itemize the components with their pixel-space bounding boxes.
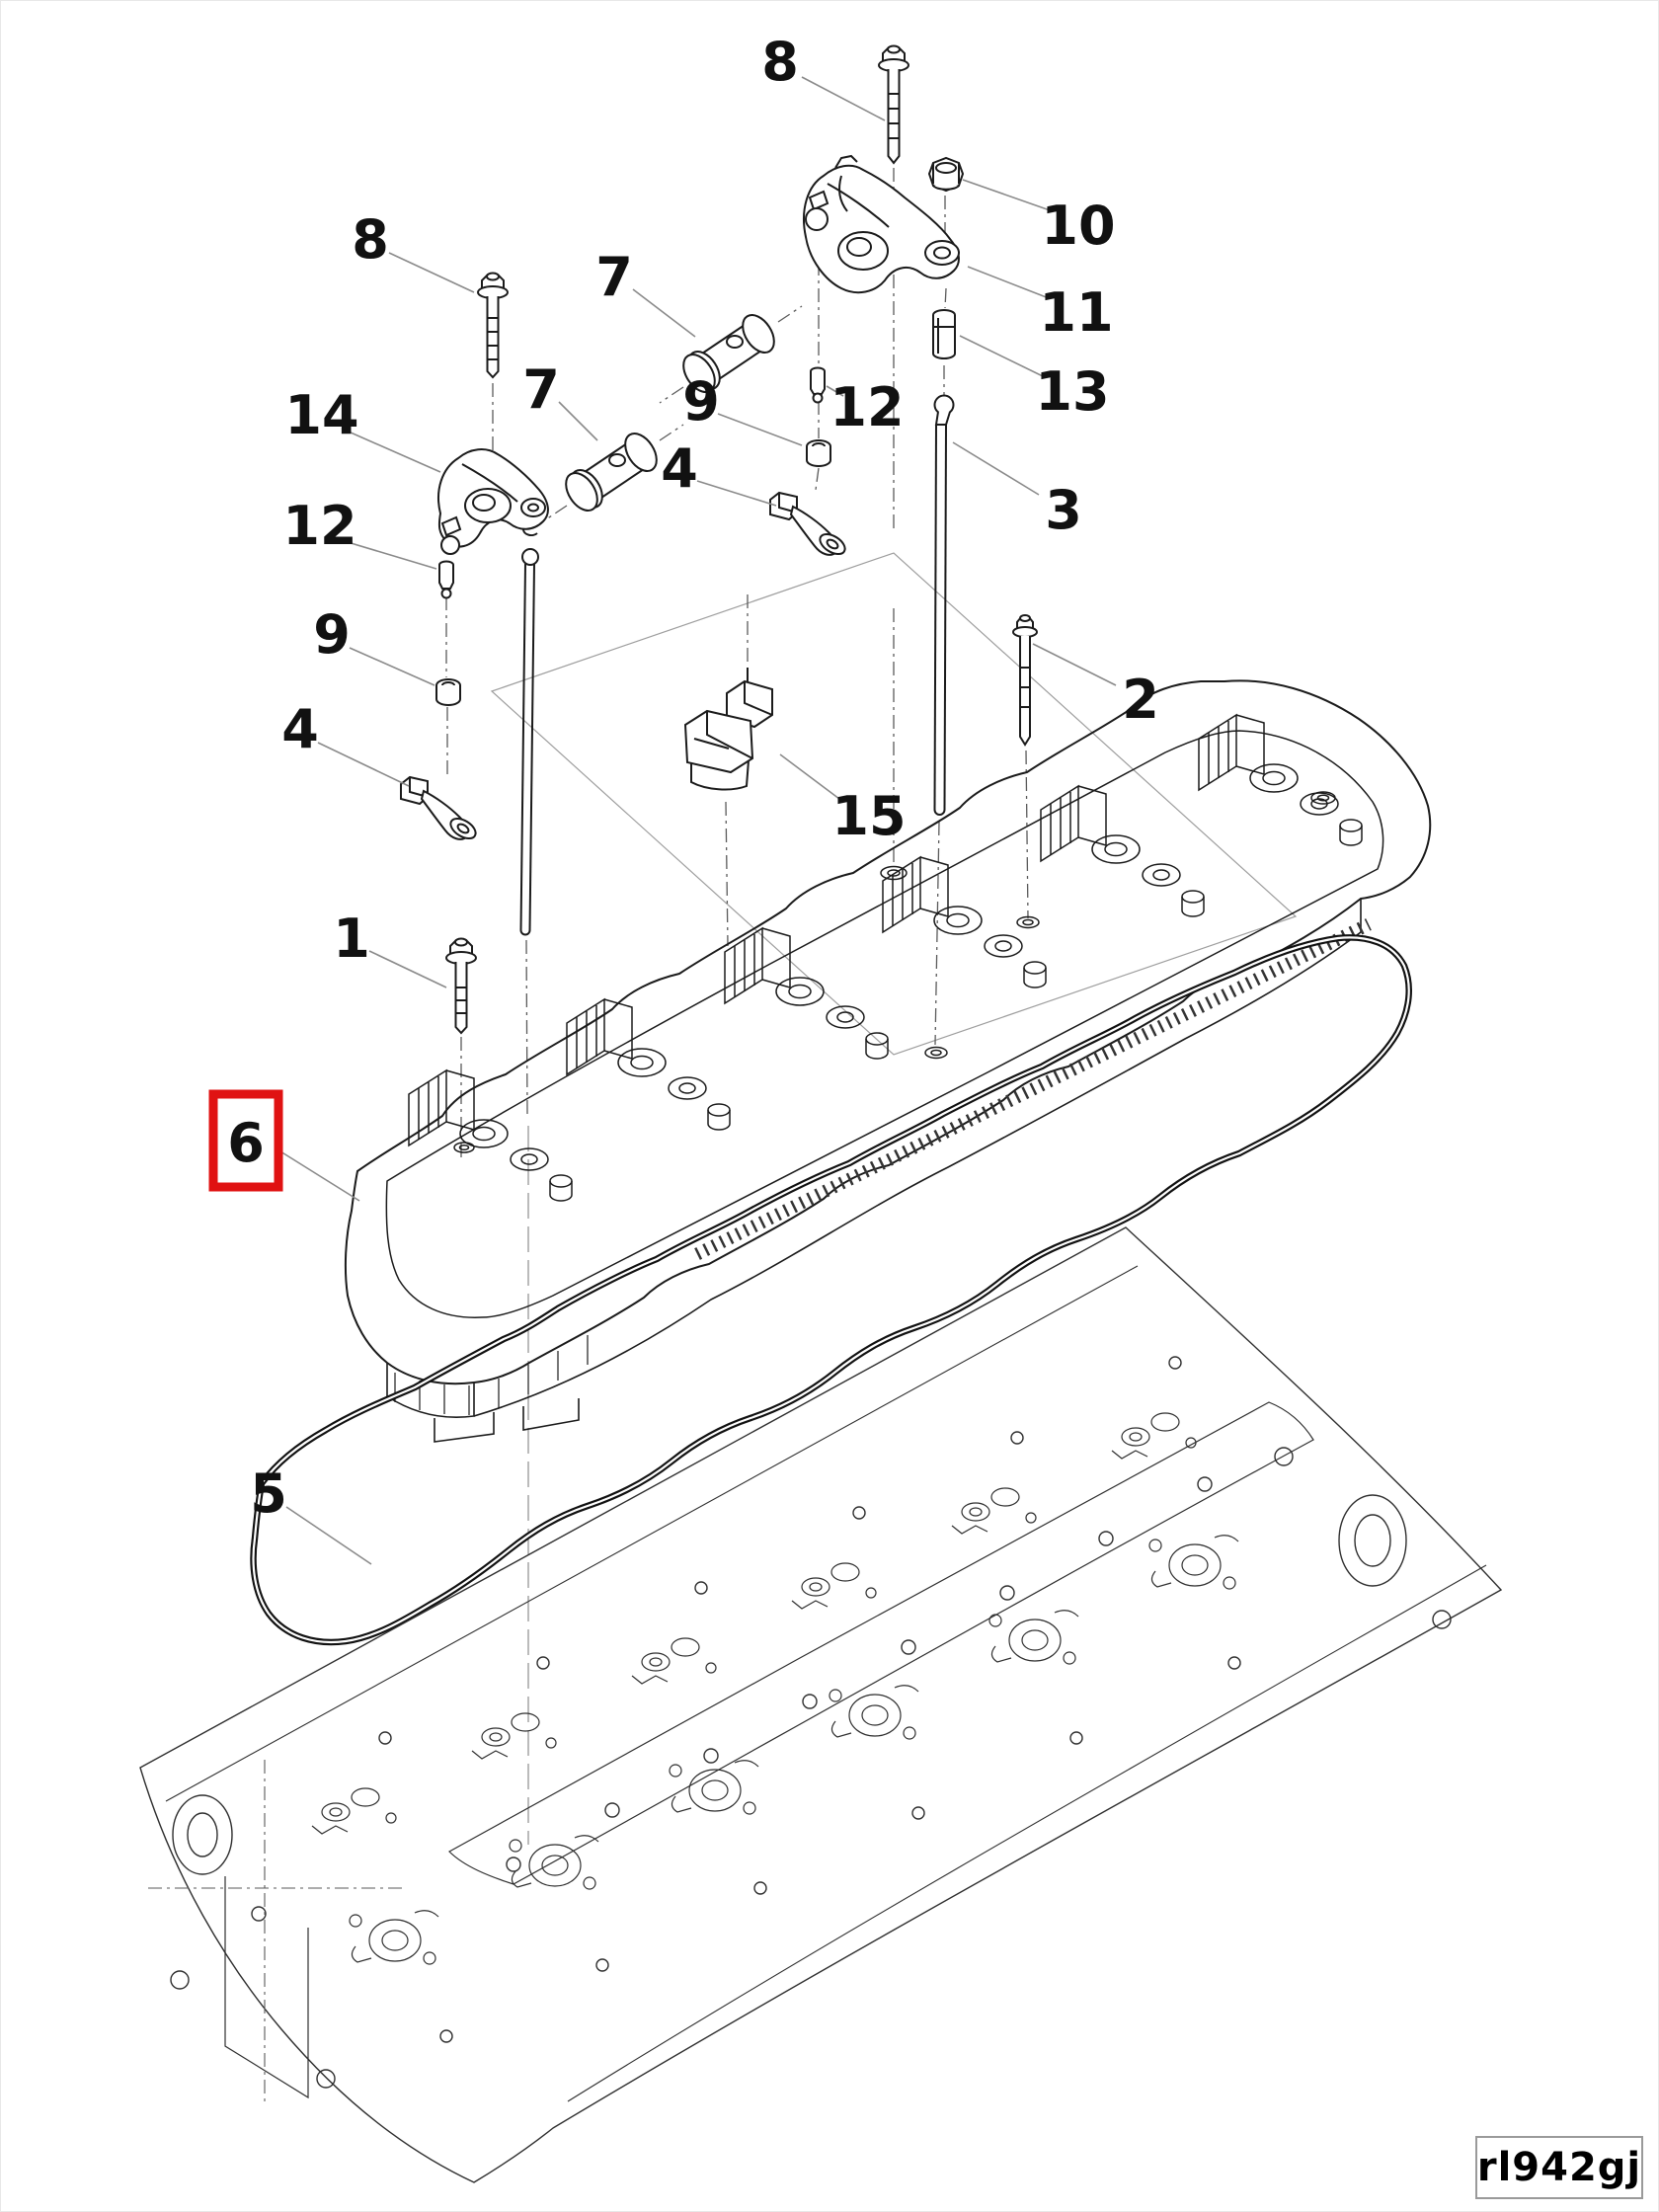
- callout-number-lever-4-mid: 4: [661, 437, 698, 500]
- wear-lever-4-mid: [769, 491, 846, 556]
- small-parts: [400, 44, 1038, 1035]
- leader-line-cup-9-mid: [717, 413, 803, 446]
- callout-number-bolt-8-left: 8: [352, 208, 389, 271]
- adjusting-screw-12-left: [438, 560, 454, 599]
- roller-lifter-7-upper: [682, 314, 775, 393]
- leader-line-screw-12-left: [337, 538, 437, 570]
- stud-bolt-2: [1012, 614, 1038, 747]
- adjusting-screw-12-mid: [810, 366, 826, 404]
- callout-number-rocker-11: 11: [1039, 281, 1113, 344]
- callout-number-stud-2: 2: [1122, 669, 1159, 731]
- hex-nut-10: [927, 156, 965, 193]
- valve-cup-9-left: [435, 678, 461, 706]
- leader-line-cup-9-left: [349, 647, 435, 686]
- tappet-13: [932, 309, 956, 359]
- leader-line-lever-4-mid: [696, 480, 777, 507]
- cylinder-head: [139, 1226, 1503, 2183]
- callout-number-screw-12-left: 12: [282, 495, 356, 557]
- flange-bolt-8-left: [477, 272, 509, 379]
- roller-lifter-7-lower: [565, 433, 658, 512]
- callout-number-bolt-8-top: 8: [761, 31, 799, 93]
- pushrod-3: [933, 394, 955, 816]
- leader-line-lever-4-left: [317, 742, 410, 787]
- axis-lines: [445, 168, 1029, 1157]
- callout-number-screw-12-mid: 12: [830, 376, 904, 438]
- flange-bolt-8-top: [878, 44, 909, 165]
- callout-number-cover-6: 6: [227, 1112, 265, 1174]
- leader-line-bolt-1: [368, 950, 447, 988]
- leader-line-tappet-13: [959, 335, 1046, 378]
- figure-code-label: rl942gj: [1476, 2145, 1642, 2190]
- leader-line-sensor-15: [779, 753, 844, 803]
- leader-line-lifter-7-lower: [558, 401, 598, 441]
- rocker-arm-11: [803, 154, 960, 294]
- leader-line-screw-12-mid: [826, 385, 844, 397]
- callout-number-cup-9-left: 9: [313, 603, 351, 666]
- figure-code-box: rl942gj: [1475, 2136, 1643, 2199]
- leader-line-nut-10: [962, 179, 1054, 212]
- flange-bolt-1: [445, 937, 477, 1035]
- callout-number-tappet-13: 13: [1035, 360, 1109, 423]
- leader-line-cover-6: [279, 1150, 360, 1202]
- position-sensor-15: [683, 668, 773, 791]
- leader-line-gasket-5: [285, 1506, 372, 1565]
- callout-number-nut-10: 10: [1041, 195, 1115, 257]
- callout-number-lifter-7-upper: 7: [595, 246, 633, 308]
- valve-cover-gasket-5: [250, 934, 1412, 1646]
- valve-cover-6: [344, 679, 1432, 1443]
- callout-number-rocker-14: 14: [284, 384, 358, 446]
- callout-number-cup-9-mid: 9: [682, 370, 720, 433]
- rocker-arm-14: [437, 448, 549, 555]
- highlight-box-cover-6: [208, 1089, 283, 1192]
- pushrod-left: [519, 548, 539, 936]
- leader-line-rocker-11: [967, 266, 1050, 299]
- callout-number-bolt-1: 1: [333, 908, 370, 970]
- callout-number-gasket-5: 5: [250, 1462, 287, 1525]
- callout-number-lifter-7-lower: 7: [522, 358, 560, 421]
- callout-number-lever-4-left: 4: [281, 698, 319, 760]
- callout-number-sensor-15: 15: [831, 785, 906, 847]
- valve-cup-9-mid: [806, 439, 831, 467]
- leader-line-bolt-8-left: [388, 252, 475, 293]
- leader-line-lifter-7-upper: [632, 288, 696, 338]
- projection-frame: [490, 552, 1298, 1056]
- leader-line-stud-2: [1032, 643, 1117, 686]
- leader-line-bolt-8-top: [801, 76, 886, 121]
- wear-lever-4-left: [400, 775, 477, 840]
- leader-line-rocker-14: [341, 428, 441, 473]
- callout-number-pushrod-3: 3: [1045, 479, 1082, 541]
- leader-line-pushrod-3: [952, 441, 1040, 496]
